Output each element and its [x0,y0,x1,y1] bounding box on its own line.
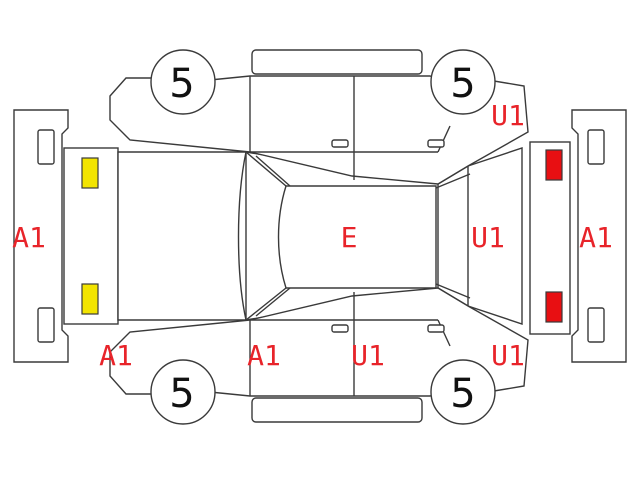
tire-front-left-value: 5 [169,61,194,107]
front-bumper [13,109,69,363]
cabin [245,151,471,321]
tire-rear-left-value: 5 [450,61,475,107]
tire-front-right-value: 5 [169,371,194,417]
code-left-rear-fender: U1 [491,99,525,132]
code-rear-bumper: A1 [579,221,613,254]
code-right-front-door: A1 [247,339,281,372]
tire-rear-right-value: 5 [450,371,475,417]
front-lamp-top [81,157,99,189]
code-front-bumper: A1 [12,221,46,254]
right-side [109,287,529,425]
front-lamp-bottom [81,283,99,315]
code-rear-glass: U1 [471,221,505,254]
code-right-rear-fender: U1 [491,339,525,372]
rear-lamp-bottom [545,291,563,323]
code-right-rear-door: U1 [351,339,385,372]
code-right-front-fender: A1 [99,339,133,372]
left-side [109,49,529,185]
hood [63,147,247,325]
rear-bumper [571,109,627,363]
rear-lamp-top [545,149,563,181]
code-roof: E [341,221,358,254]
